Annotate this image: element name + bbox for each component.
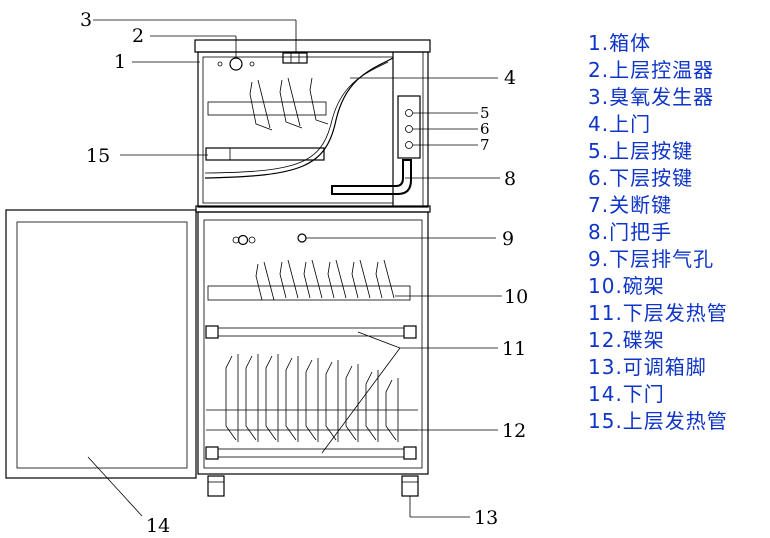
exhaust-hole bbox=[297, 233, 307, 243]
upper-layer-button bbox=[405, 109, 413, 117]
bowl-rack bbox=[207, 259, 411, 301]
callout-10: 10 bbox=[504, 286, 528, 308]
legend-item: 11.下层发热管 bbox=[588, 301, 728, 325]
callout-11: 11 bbox=[502, 338, 526, 360]
callout-12: 12 bbox=[502, 420, 526, 442]
legend-item: 2.上层控温器 bbox=[588, 58, 715, 82]
callout-9: 9 bbox=[502, 228, 514, 250]
legend-item: 9.下层排气孔 bbox=[588, 247, 715, 271]
callout-14: 14 bbox=[146, 515, 170, 537]
legend-item: 14.下门 bbox=[588, 382, 665, 406]
plate-rack bbox=[206, 354, 418, 442]
control-panel bbox=[397, 95, 421, 159]
callout-2: 2 bbox=[132, 25, 144, 47]
power-off-button bbox=[405, 141, 413, 149]
legend-item: 12.碟架 bbox=[588, 328, 665, 352]
lower-door bbox=[5, 209, 197, 479]
upper-compartment bbox=[194, 39, 431, 208]
legend-item: 1.箱体 bbox=[588, 31, 652, 55]
callout-15: 15 bbox=[86, 145, 110, 167]
legend-item: 3.臭氧发生器 bbox=[588, 85, 715, 109]
left-foot bbox=[207, 475, 225, 497]
legend-item: 4.上门 bbox=[588, 112, 652, 136]
legend-item: 5.上层按键 bbox=[588, 139, 694, 163]
legend-item: 7.关断键 bbox=[588, 193, 673, 217]
callout-6: 6 bbox=[480, 120, 490, 138]
callout-numbers: 3 2 1 4 5 6 7 15 8 9 10 11 12 13 14 bbox=[80, 9, 528, 537]
right-foot bbox=[401, 475, 419, 497]
upper-bowl-rack bbox=[207, 77, 329, 131]
callout-1: 1 bbox=[114, 51, 126, 73]
callout-5: 5 bbox=[480, 104, 490, 122]
upper-heating-tube bbox=[205, 147, 325, 161]
ozone-generator bbox=[282, 52, 308, 64]
door-handle bbox=[331, 159, 412, 195]
callout-3: 3 bbox=[80, 9, 92, 31]
parts-legend: 1.箱体 2.上层控温器 3.臭氧发生器 4.上门 5.上层按键 6.下层按键 … bbox=[588, 30, 728, 435]
upper-door-edge bbox=[204, 57, 394, 179]
legend-item: 10.碗架 bbox=[588, 274, 665, 298]
leader-lines bbox=[87, 19, 502, 518]
callout-13: 13 bbox=[474, 507, 498, 529]
callout-8: 8 bbox=[504, 168, 516, 190]
lower-layer-button bbox=[405, 125, 413, 133]
legend-item: 8.门把手 bbox=[588, 220, 673, 244]
temperature-knob bbox=[229, 57, 243, 71]
lower-compartment bbox=[197, 211, 429, 475]
callout-7: 7 bbox=[480, 136, 490, 154]
callout-4: 4 bbox=[504, 67, 516, 89]
legend-item: 6.下层按键 bbox=[588, 166, 694, 190]
legend-item: 15.上层发热管 bbox=[588, 409, 728, 433]
legend-item: 13.可调箱脚 bbox=[588, 355, 707, 379]
